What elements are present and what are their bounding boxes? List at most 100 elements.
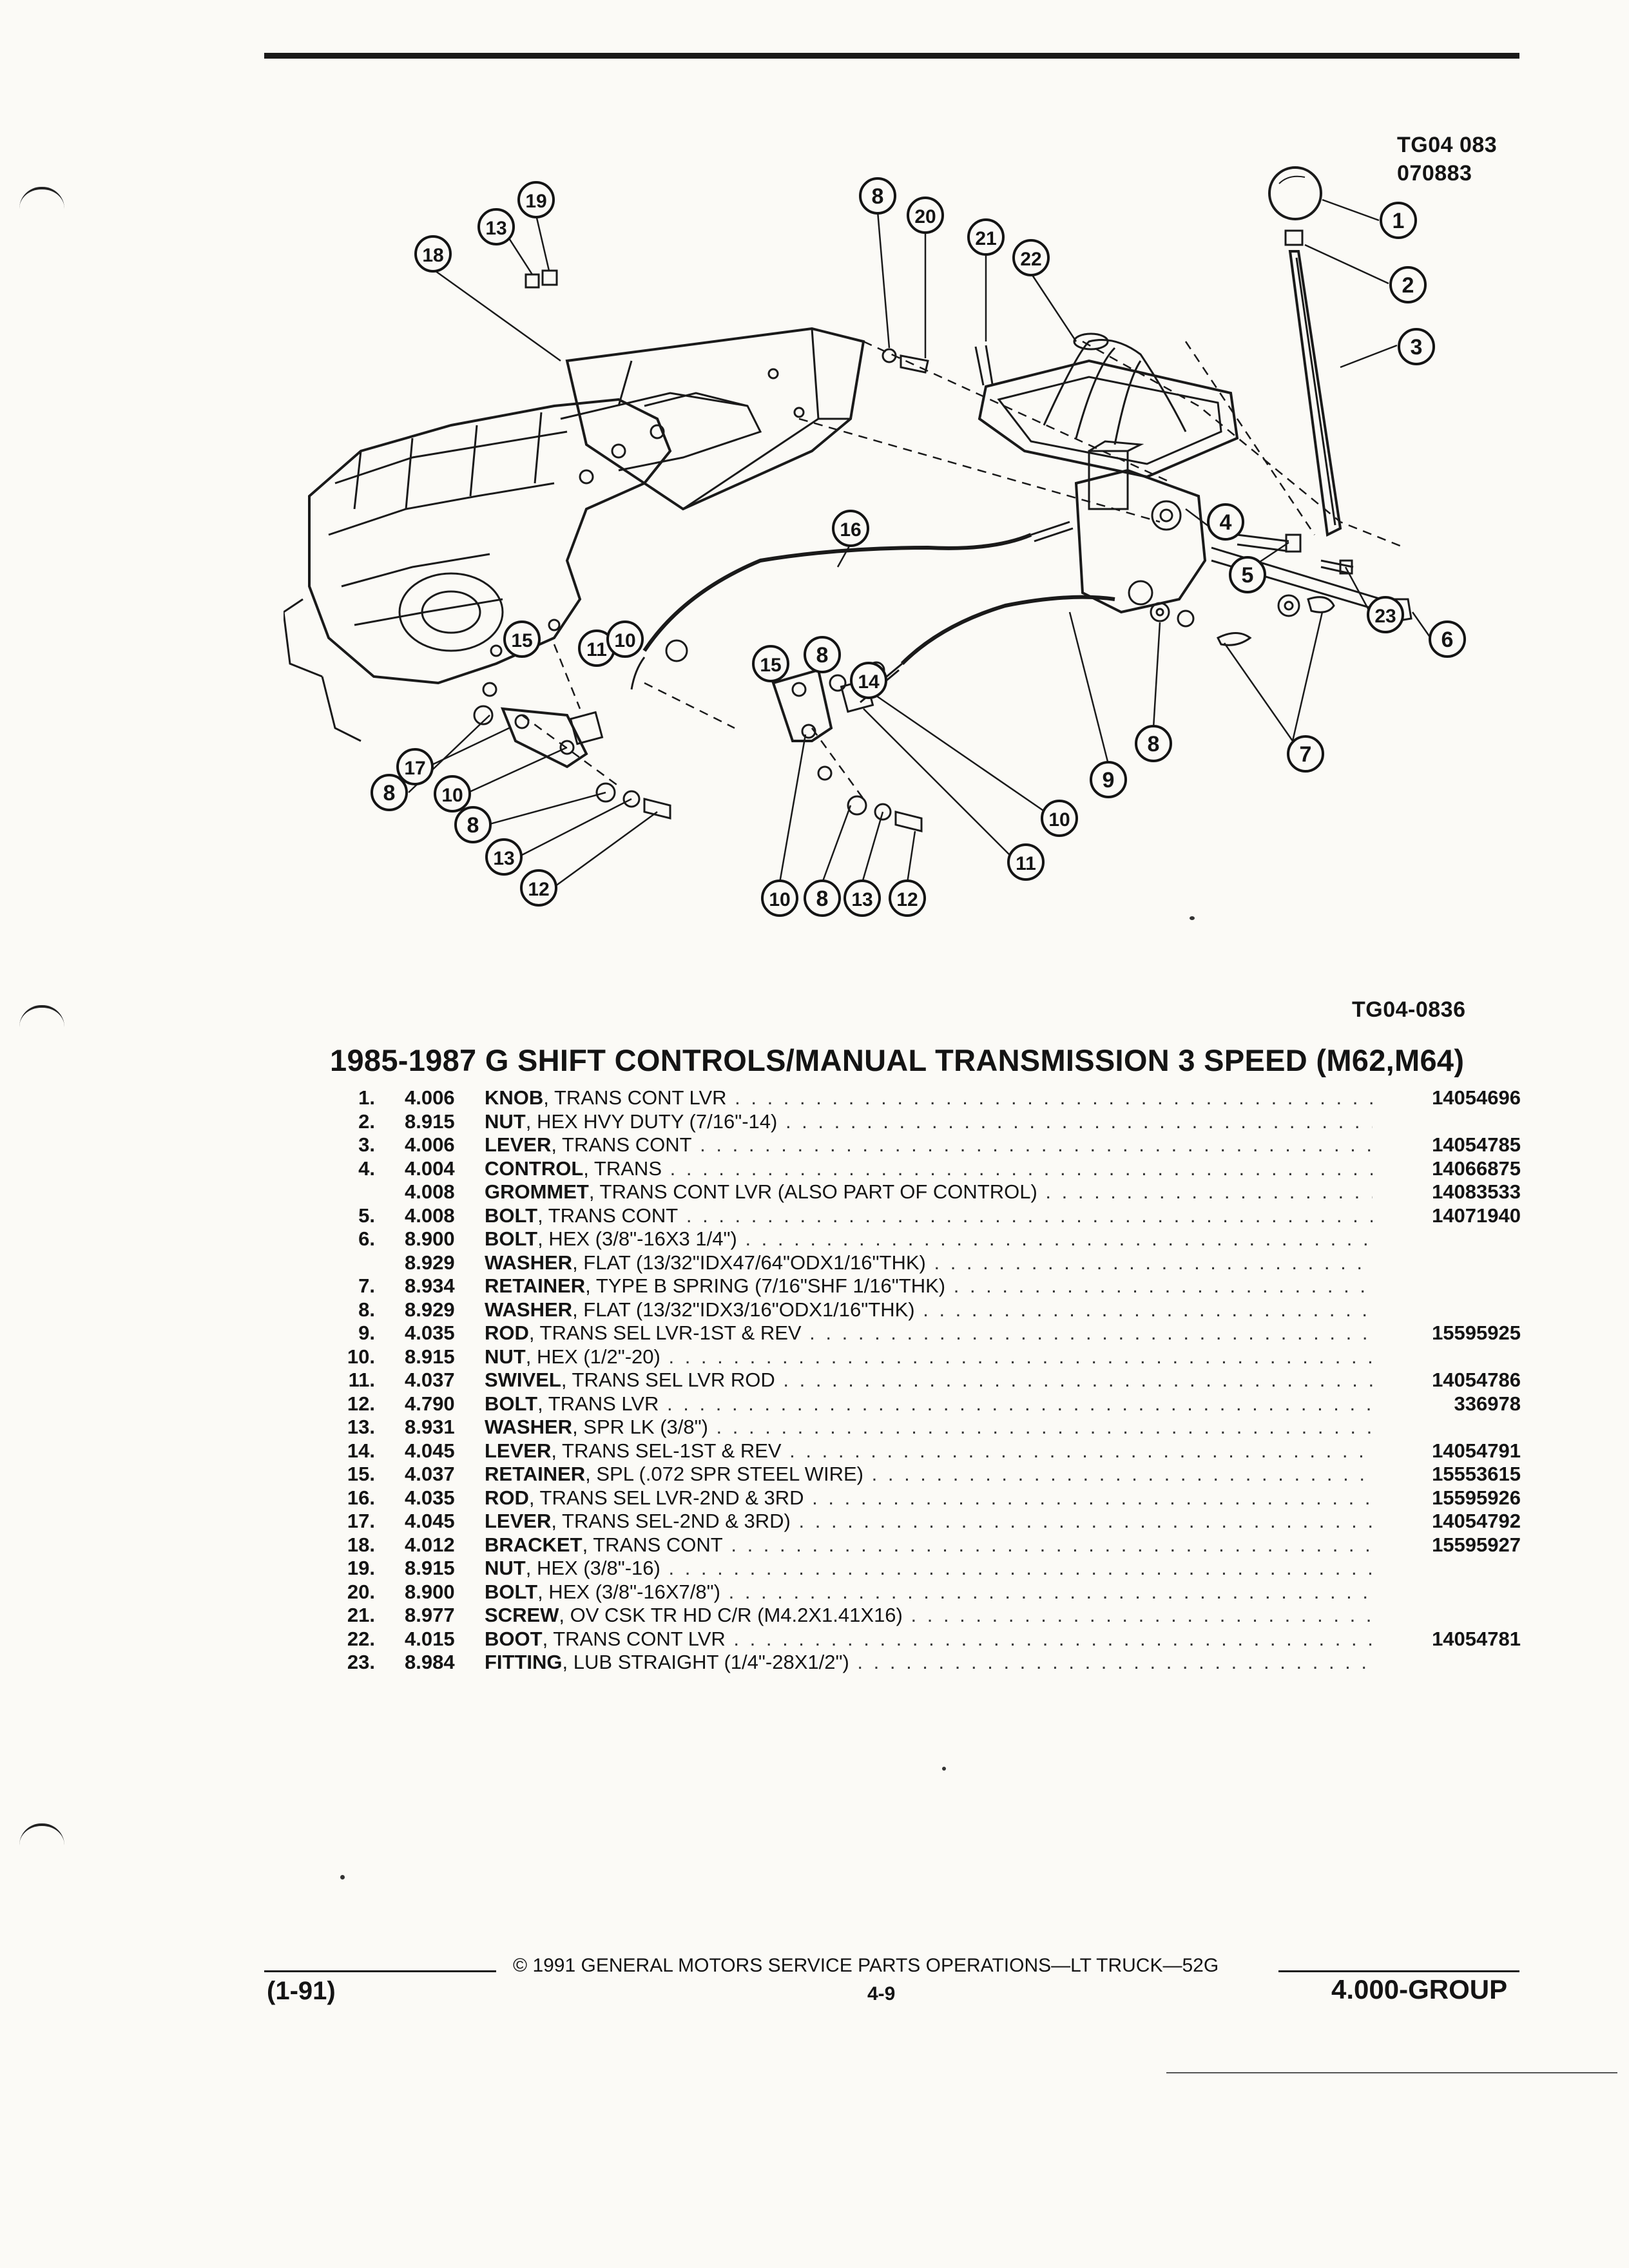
part-description: ROD, TRANS SEL LVR-1ST & REV . . . . . .… bbox=[485, 1321, 1373, 1345]
callout-circle bbox=[1041, 800, 1078, 837]
part-detail: , HEX HVY DUTY (7/16"-14) bbox=[525, 1110, 778, 1133]
bracket-18 bbox=[565, 327, 865, 511]
group-number: 8.984 bbox=[405, 1651, 455, 1673]
item-number: 1. bbox=[358, 1086, 375, 1109]
top-rule bbox=[264, 53, 1519, 59]
item-number: 19. bbox=[347, 1557, 375, 1579]
part-detail: , TRANS CONT LVR (ALSO PART OF CONTROL) bbox=[588, 1180, 1037, 1203]
dot-leader: . . . . . . . . . . . . . . . . . . . . … bbox=[923, 1298, 1373, 1321]
dot-leader: . . . . . . . . . . . . . . . . . . . . … bbox=[1045, 1180, 1373, 1203]
scan-speck bbox=[340, 1875, 345, 1879]
callout-16: 16 bbox=[832, 510, 869, 547]
dot-leader: . . . . . . . . . . . . . . . . . . . . … bbox=[700, 1133, 1373, 1156]
item-number: 2. bbox=[358, 1110, 375, 1133]
part-name: SWIVEL bbox=[485, 1369, 561, 1391]
figure-code-top-2: 070883 bbox=[1397, 161, 1472, 186]
part-detail: , HEX (3/8"-16) bbox=[525, 1557, 660, 1579]
transmission-housing bbox=[284, 392, 762, 742]
item-number: 13. bbox=[347, 1416, 375, 1438]
callout-circle bbox=[907, 197, 944, 234]
callout-circle bbox=[859, 177, 896, 215]
dot-leader: . . . . . . . . . . . . . . . . . . . . … bbox=[667, 1392, 1373, 1415]
dot-leader: . . . . . . . . . . . . . . . . . . . . … bbox=[953, 1274, 1373, 1297]
part-description: LEVER, TRANS CONT . . . . . . . . . . . … bbox=[485, 1133, 1373, 1157]
callout-circle bbox=[832, 510, 869, 547]
callout-10: 10 bbox=[434, 775, 471, 812]
group-number: 4.015 bbox=[405, 1627, 455, 1650]
part-description: WASHER, FLAT (13/32"IDX47/64"ODX1/16"THK… bbox=[485, 1251, 1373, 1274]
part-number: 15595927 bbox=[1432, 1533, 1521, 1556]
callout-10: 10 bbox=[606, 620, 644, 658]
binder-punch-mark bbox=[19, 1005, 64, 1027]
item-number: 10. bbox=[347, 1345, 375, 1368]
page-title: 1985-1987 G SHIFT CONTROLS/MANUAL TRANSM… bbox=[330, 1043, 1465, 1077]
part-name: RETAINER bbox=[485, 1274, 586, 1297]
callout-circle bbox=[1007, 843, 1045, 881]
callout-circle bbox=[1380, 202, 1417, 239]
part-description: CONTROL, TRANS . . . . . . . . . . . . .… bbox=[485, 1157, 1373, 1180]
dot-leader: . . . . . . . . . . . . . . . . . . . . … bbox=[857, 1651, 1373, 1673]
item-number: 3. bbox=[358, 1133, 375, 1156]
figure-code-top-1: TG04 083 bbox=[1397, 133, 1498, 157]
footer-date-code: (1-91) bbox=[267, 1977, 336, 2005]
part-number: 14066875 bbox=[1432, 1157, 1521, 1180]
rod-16 bbox=[630, 521, 1074, 690]
part-description: GROMMET, TRANS CONT LVR (ALSO PART OF CO… bbox=[485, 1180, 1373, 1204]
callout-label: 2 bbox=[1402, 273, 1414, 298]
item-number: 14. bbox=[347, 1439, 375, 1462]
callout-circle bbox=[804, 879, 841, 917]
callout-circle bbox=[1429, 620, 1466, 658]
part-name: FITTING bbox=[485, 1651, 563, 1673]
callout-label: 8 bbox=[872, 184, 884, 209]
callout-5: 5 bbox=[1229, 556, 1266, 593]
callout-label: 16 bbox=[840, 519, 861, 541]
callout-label: 12 bbox=[896, 889, 918, 910]
group-number: 4.035 bbox=[405, 1321, 455, 1344]
callout-label: 17 bbox=[404, 758, 425, 779]
group-number: 4.012 bbox=[405, 1533, 455, 1556]
callout-label: 14 bbox=[858, 671, 880, 693]
callout-circle bbox=[843, 879, 881, 917]
part-detail: , TRANS SEL LVR-1ST & REV bbox=[528, 1321, 802, 1344]
callout-label: 13 bbox=[851, 889, 872, 910]
part-detail: , TRANS CONT bbox=[551, 1133, 692, 1156]
callout-10: 10 bbox=[1041, 800, 1078, 837]
item-number: 23. bbox=[347, 1651, 375, 1673]
part-name: RETAINER bbox=[485, 1463, 586, 1485]
dot-leader: . . . . . . . . . . . . . . . . . . . . … bbox=[735, 1086, 1373, 1109]
callout-20: 20 bbox=[907, 197, 944, 234]
group-number: 4.008 bbox=[405, 1180, 455, 1203]
part-description: WASHER, SPR LK (3/8") . . . . . . . . . … bbox=[485, 1416, 1373, 1439]
dot-leader: . . . . . . . . . . . . . . . . . . . . … bbox=[871, 1463, 1373, 1485]
footer-rule-right bbox=[1278, 1970, 1519, 1972]
callout-circle bbox=[606, 620, 644, 658]
part-description: LEVER, TRANS SEL-2ND & 3RD) . . . . . . … bbox=[485, 1510, 1373, 1533]
callout-23: 23 bbox=[1367, 596, 1404, 633]
part-detail: , SPL (.072 SPR STEEL WIRE) bbox=[585, 1463, 863, 1485]
callout-label: 7 bbox=[1300, 742, 1312, 767]
callout-label: 8 bbox=[816, 887, 829, 911]
part-description: BOOT, TRANS CONT LVR . . . . . . . . . .… bbox=[485, 1628, 1373, 1651]
parts-list-row: 4.008 GROMMET, TRANS CONT LVR (ALSO PART … bbox=[322, 1180, 1521, 1204]
item-number: 21. bbox=[347, 1604, 375, 1626]
callout-13: 13 bbox=[485, 838, 523, 876]
part-name: KNOB bbox=[485, 1086, 544, 1109]
callout-circle bbox=[1207, 503, 1244, 541]
figure-code-bottom: TG04-0836 bbox=[1352, 997, 1466, 1022]
part-name: BOLT bbox=[485, 1227, 538, 1250]
callout-circle bbox=[485, 838, 523, 876]
copyright-notice: © 1991 GENERAL MOTORS SERVICE PARTS OPER… bbox=[513, 1955, 1219, 1976]
callout-label: 6 bbox=[1441, 628, 1454, 652]
item-number: 20. bbox=[347, 1580, 375, 1603]
